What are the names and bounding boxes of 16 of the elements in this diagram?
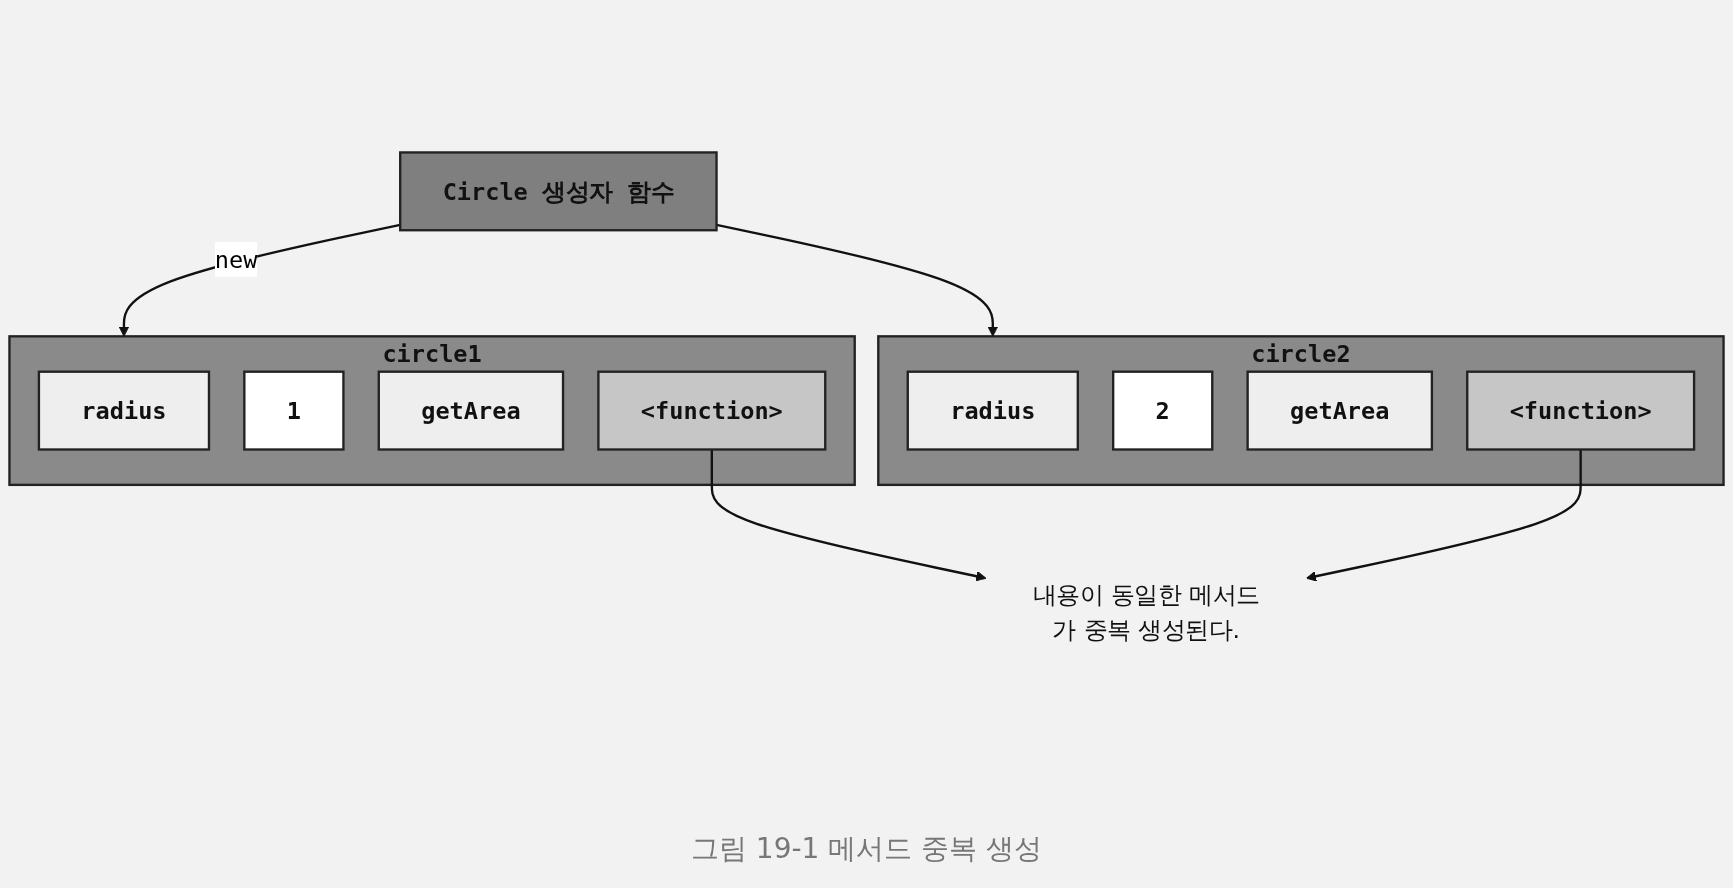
node-box: getArea — [377, 370, 565, 452]
node-box: 2 — [1112, 370, 1214, 452]
arrow — [710, 449, 987, 582]
node-box: 1 — [243, 370, 345, 452]
node-box: getArea — [1246, 370, 1434, 452]
node-box: radius — [906, 370, 1079, 452]
node-box: radius — [37, 370, 211, 452]
node-text: 내용이 동일한 메서드가 중복 생성된다. — [1032, 580, 1260, 645]
node-box: <function> — [1466, 370, 1696, 452]
node-box: <function> — [597, 370, 827, 452]
arrow — [716, 224, 998, 338]
edge-label: new — [214, 245, 258, 275]
arrow — [118, 224, 401, 338]
node-box: Circle 생성자 함수 — [399, 151, 718, 232]
figure-caption: 그림 19-1 메서드 중복 생성 — [690, 831, 1043, 867]
arrow — [1306, 449, 1582, 582]
